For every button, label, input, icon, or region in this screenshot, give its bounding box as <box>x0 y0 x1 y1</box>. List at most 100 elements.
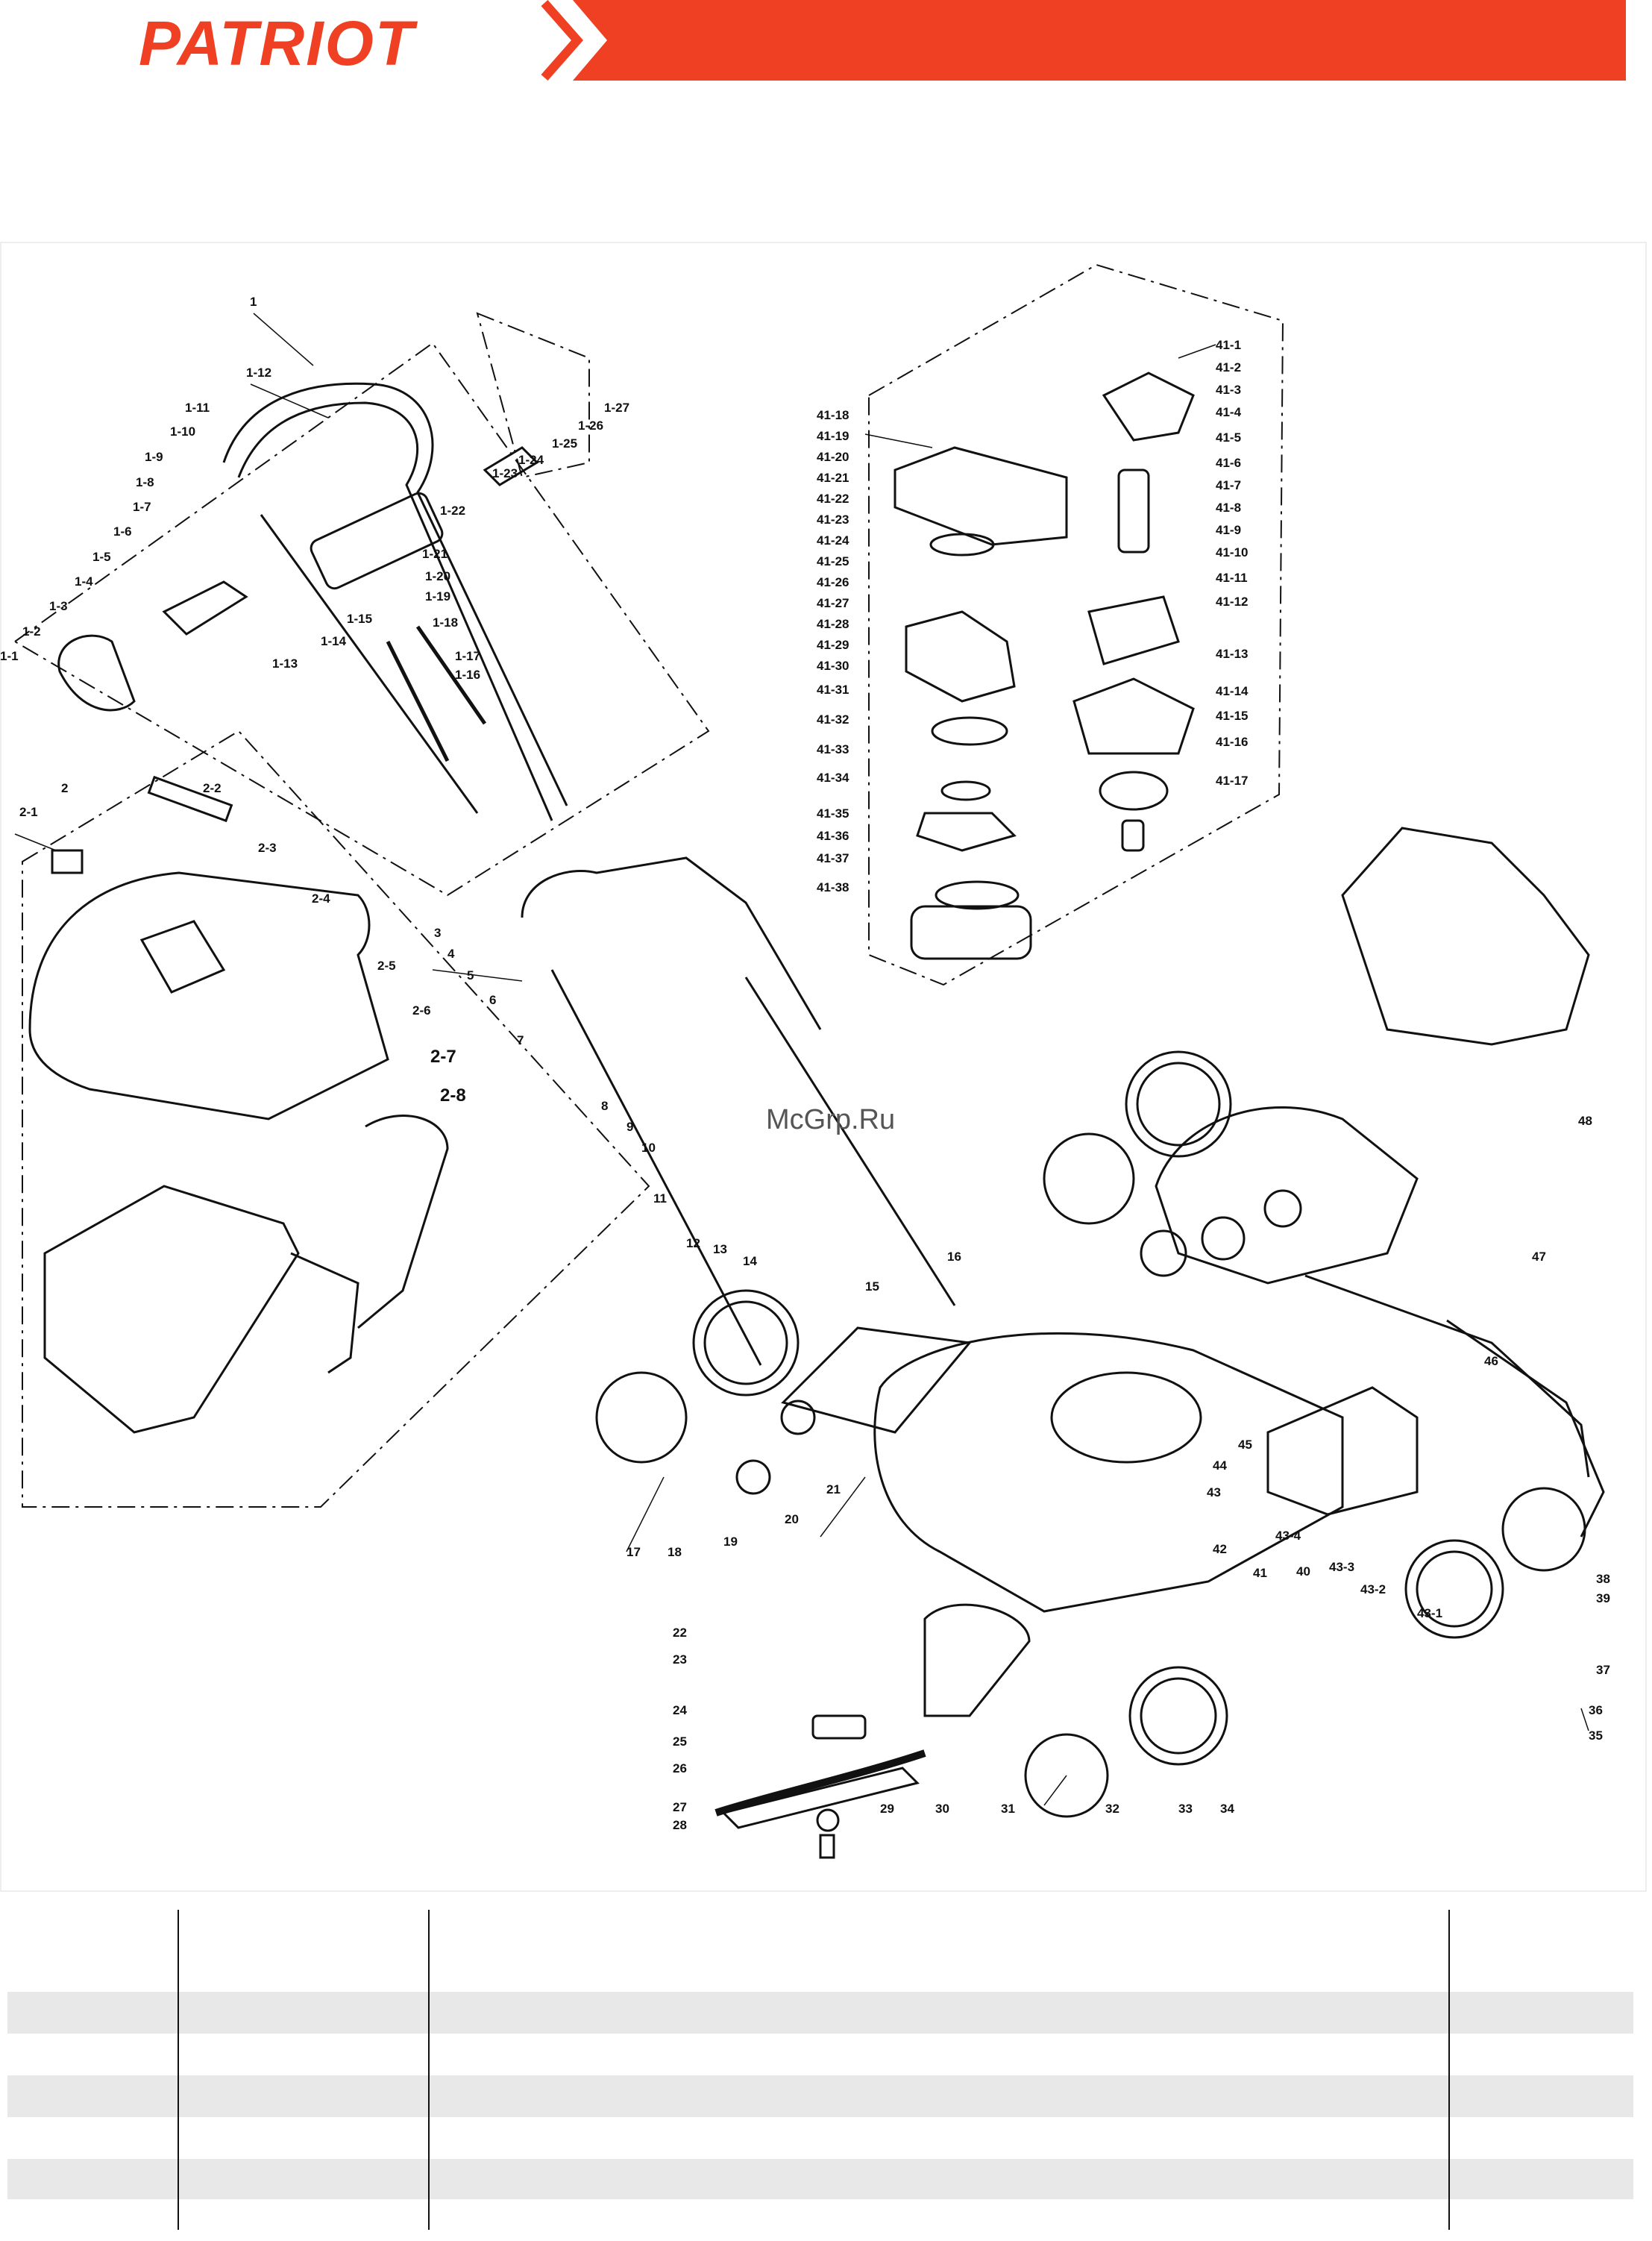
label-41-37: 41-37 <box>817 851 849 865</box>
label-34: 34 <box>1220 1802 1234 1816</box>
label-41-6: 41-6 <box>1216 456 1241 470</box>
label-41-29: 41-29 <box>817 638 849 652</box>
label-41-11: 41-11 <box>1216 571 1248 585</box>
label-48: 48 <box>1578 1114 1592 1128</box>
label-41-35: 41-35 <box>817 806 849 821</box>
label-1-11: 1-11 <box>185 401 210 415</box>
label-17: 17 <box>626 1545 641 1559</box>
table-row <box>7 2159 1633 2201</box>
motor-group-frame <box>868 263 1284 986</box>
exploded-parts-diagram: 1 1-12 1-11 1-10 1-9 1-8 1-7 1-6 1-5 1-4… <box>0 242 1647 1892</box>
handle-group-frame <box>13 342 710 897</box>
label-41-25: 41-25 <box>817 554 849 568</box>
label-41-30: 41-30 <box>817 659 849 673</box>
label-41-8: 41-8 <box>1216 501 1241 515</box>
label-2-4: 2-4 <box>312 891 330 906</box>
label-2-3: 2-3 <box>258 841 277 855</box>
label-1-22: 1-22 <box>440 504 465 518</box>
label-1-13: 1-13 <box>272 656 298 671</box>
wheels <box>595 1050 1586 1818</box>
label-41-7: 41-7 <box>1216 478 1241 492</box>
label-41-34: 41-34 <box>817 771 849 785</box>
label-1-15: 1-15 <box>347 612 372 626</box>
label-1-16: 1-16 <box>455 668 480 682</box>
label-1-1: 1-1 <box>0 649 19 663</box>
label-1-27: 1-27 <box>604 401 629 415</box>
label-41-13: 41-13 <box>1216 647 1248 661</box>
label-14: 14 <box>743 1254 757 1268</box>
label-36: 36 <box>1589 1703 1603 1717</box>
label-41-26: 41-26 <box>817 575 849 589</box>
parts-table <box>7 1910 1633 2241</box>
table-divider <box>178 1910 179 2230</box>
label-41-2: 41-2 <box>1216 360 1241 374</box>
label-22: 22 <box>673 1626 687 1640</box>
label-1-18: 1-18 <box>433 615 458 630</box>
label-41-36: 41-36 <box>817 829 849 843</box>
label-2-1: 2-1 <box>19 805 38 819</box>
label-41-10: 41-10 <box>1216 545 1248 560</box>
chevron-icon <box>541 0 583 81</box>
label-40: 40 <box>1296 1564 1310 1579</box>
label-41-5: 41-5 <box>1216 430 1241 445</box>
label-41-14: 41-14 <box>1216 684 1249 698</box>
watermark: McGrp.Ru <box>766 1104 896 1135</box>
label-41-23: 41-23 <box>817 513 849 527</box>
label-12: 12 <box>686 1236 700 1250</box>
label-43-4: 43-4 <box>1275 1529 1301 1543</box>
label-18: 18 <box>668 1545 682 1559</box>
label-20: 20 <box>785 1512 799 1526</box>
mower-body <box>521 827 1605 1829</box>
label-41-21: 41-21 <box>817 471 849 485</box>
label-1-6: 1-6 <box>113 524 132 539</box>
part-labels: 1 1-12 1-11 1-10 1-9 1-8 1-7 1-6 1-5 1-4… <box>0 295 1610 1832</box>
label-41-9: 41-9 <box>1216 523 1241 537</box>
label-41-33: 41-33 <box>817 742 849 756</box>
label-7: 7 <box>517 1033 524 1047</box>
label-41-31: 41-31 <box>817 683 849 697</box>
table-row <box>7 1992 1633 2034</box>
label-43: 43 <box>1207 1485 1221 1499</box>
leader-lines <box>14 313 1589 1806</box>
header-banner <box>573 0 1626 81</box>
label-41-4: 41-4 <box>1216 405 1242 419</box>
label-1-4: 1-4 <box>75 574 93 589</box>
label-23: 23 <box>673 1652 687 1667</box>
label-2-8: 2-8 <box>440 1085 466 1106</box>
blade-parts <box>714 1714 926 1859</box>
page-header: PATRIOT <box>0 0 1652 90</box>
label-2-5: 2-5 <box>377 959 396 973</box>
label-28: 28 <box>673 1818 687 1832</box>
label-1-7: 1-7 <box>133 500 151 514</box>
label-1-12: 1-12 <box>246 366 271 380</box>
label-33: 33 <box>1178 1802 1193 1816</box>
label-43-2: 43-2 <box>1360 1582 1386 1596</box>
brand-logo: PATRIOT <box>139 8 415 78</box>
label-9: 9 <box>626 1120 633 1134</box>
label-1-19: 1-19 <box>425 589 450 604</box>
label-1-20: 1-20 <box>425 569 450 583</box>
label-1-14: 1-14 <box>321 634 347 648</box>
label-1-8: 1-8 <box>136 475 154 489</box>
label-41-19: 41-19 <box>817 429 849 443</box>
label-1-9: 1-9 <box>145 450 163 464</box>
label-21: 21 <box>826 1482 841 1496</box>
label-46: 46 <box>1484 1354 1498 1368</box>
label-1-2: 1-2 <box>22 624 41 639</box>
label-8: 8 <box>601 1099 608 1113</box>
label-11: 11 <box>653 1191 667 1206</box>
label-16: 16 <box>947 1250 961 1264</box>
label-41-27: 41-27 <box>817 596 849 610</box>
label-39: 39 <box>1596 1591 1610 1605</box>
label-41-38: 41-38 <box>817 880 849 894</box>
label-47: 47 <box>1532 1250 1546 1264</box>
table-row <box>7 2199 1633 2241</box>
label-41-22: 41-22 <box>817 492 849 506</box>
label-1: 1 <box>250 295 257 309</box>
label-1-10: 1-10 <box>170 424 195 439</box>
label-30: 30 <box>935 1802 949 1816</box>
label-1-25: 1-25 <box>552 436 577 451</box>
label-41-24: 41-24 <box>817 533 849 548</box>
label-1-3: 1-3 <box>49 599 68 613</box>
bag-group-frame <box>22 730 650 1508</box>
